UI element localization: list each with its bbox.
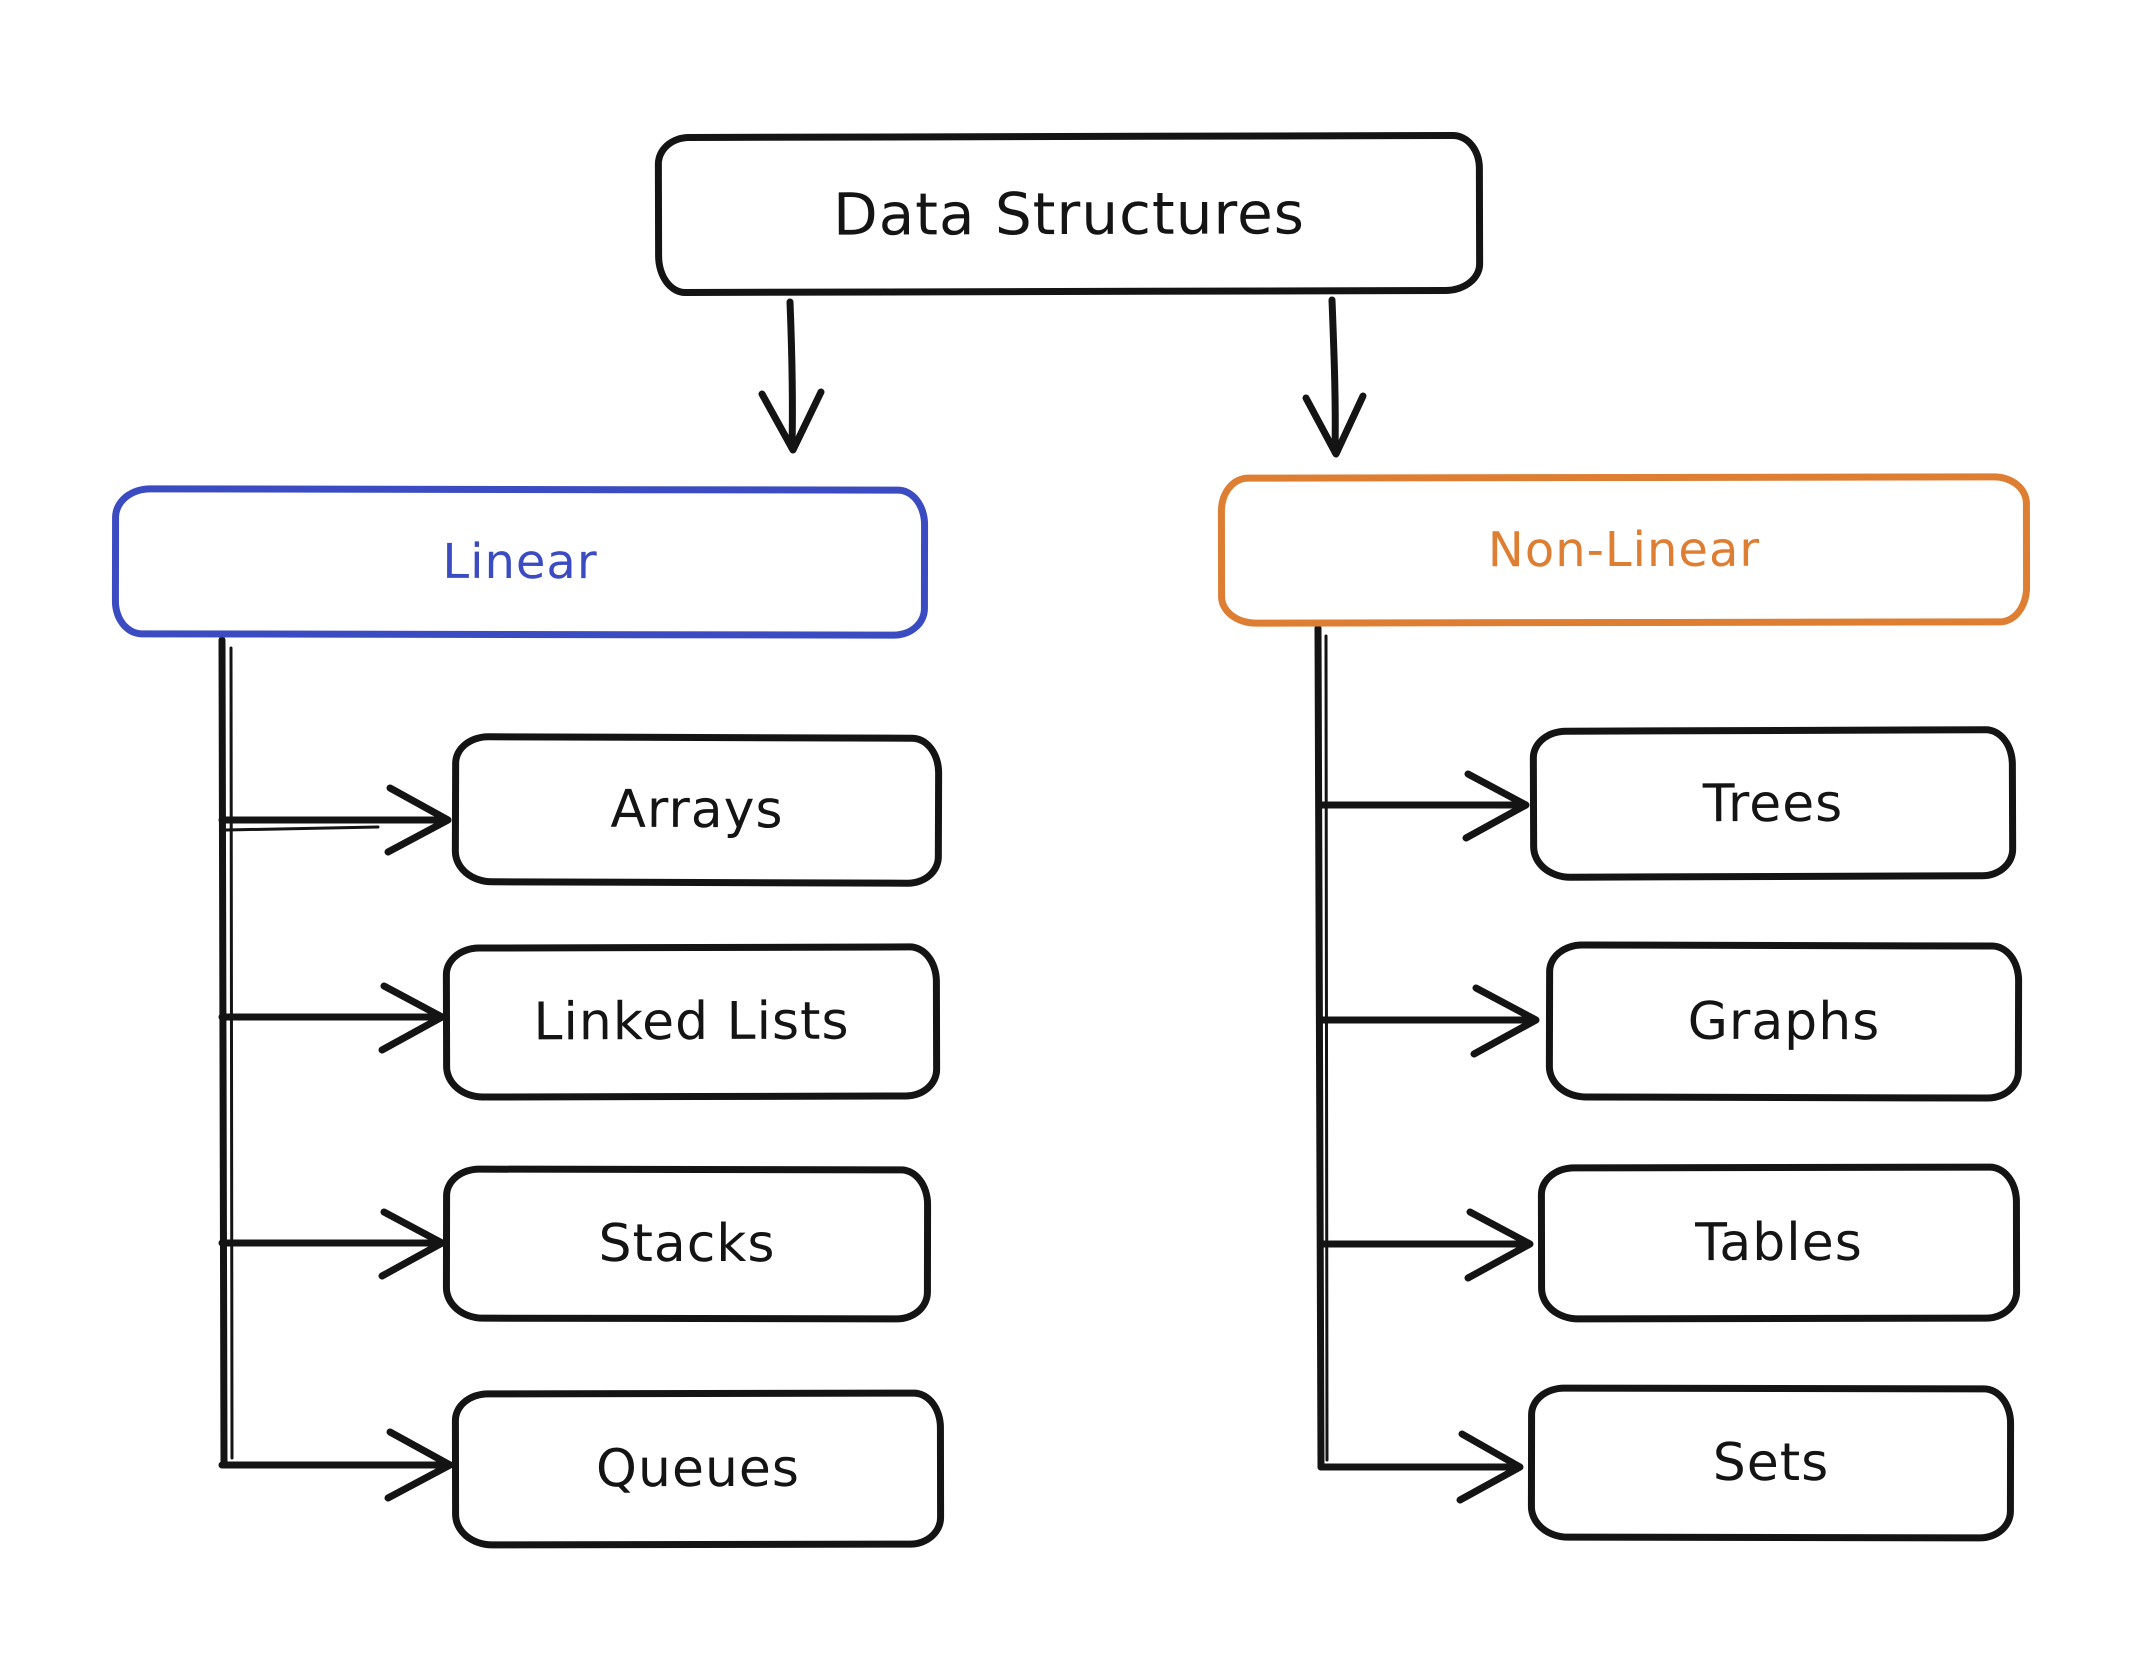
trunk-linear[interactable] [218, 636, 234, 1469]
arrow-root-to-linear[interactable] [758, 298, 825, 454]
node-trees-label: Trees [1702, 773, 1844, 834]
node-arrays[interactable]: Arrays [451, 733, 943, 887]
node-stacks-label: Stacks [598, 1213, 776, 1275]
node-graphs-label: Graphs [1687, 991, 1881, 1052]
node-tables[interactable]: Tables [1537, 1163, 2021, 1323]
node-stacks[interactable]: Stacks [442, 1165, 932, 1323]
arrow-non-linear-to-graphs[interactable] [1317, 984, 1540, 1058]
node-linear[interactable]: Linear [111, 485, 929, 639]
node-queues[interactable]: Queues [451, 1389, 945, 1549]
arrow-non-linear-to-trees[interactable] [1317, 770, 1530, 842]
node-linked-lists[interactable]: Linked Lists [442, 943, 941, 1101]
node-data-structures[interactable]: Data Structures [654, 131, 1484, 297]
arrow-linear-to-arrays[interactable] [218, 784, 452, 856]
node-tables-label: Tables [1695, 1212, 1863, 1274]
node-non-linear[interactable]: Non-Linear [1217, 473, 2031, 627]
arrow-linear-to-linked-lists[interactable] [218, 982, 446, 1054]
arrow-root-to-non-linear[interactable] [1302, 296, 1367, 458]
node-graphs[interactable]: Graphs [1545, 941, 2023, 1102]
arrow-linear-to-queues[interactable] [218, 1428, 454, 1502]
arrow-non-linear-to-tables[interactable] [1317, 1208, 1534, 1282]
node-linear-label: Linear [442, 533, 598, 591]
arrow-non-linear-to-sets[interactable] [1317, 1430, 1524, 1504]
node-data-structures-label: Data Structures [832, 179, 1306, 249]
arrow-linear-to-stacks[interactable] [218, 1208, 446, 1280]
node-sets-label: Sets [1712, 1432, 1830, 1494]
trunk-non-linear[interactable] [1314, 624, 1329, 1471]
node-sets[interactable]: Sets [1527, 1384, 2015, 1542]
node-non-linear-label: Non-Linear [1487, 521, 1761, 579]
node-trees[interactable]: Trees [1529, 726, 2017, 881]
node-linked-lists-label: Linked Lists [533, 991, 850, 1053]
node-queues-label: Queues [595, 1438, 801, 1500]
node-arrays-label: Arrays [610, 779, 784, 841]
